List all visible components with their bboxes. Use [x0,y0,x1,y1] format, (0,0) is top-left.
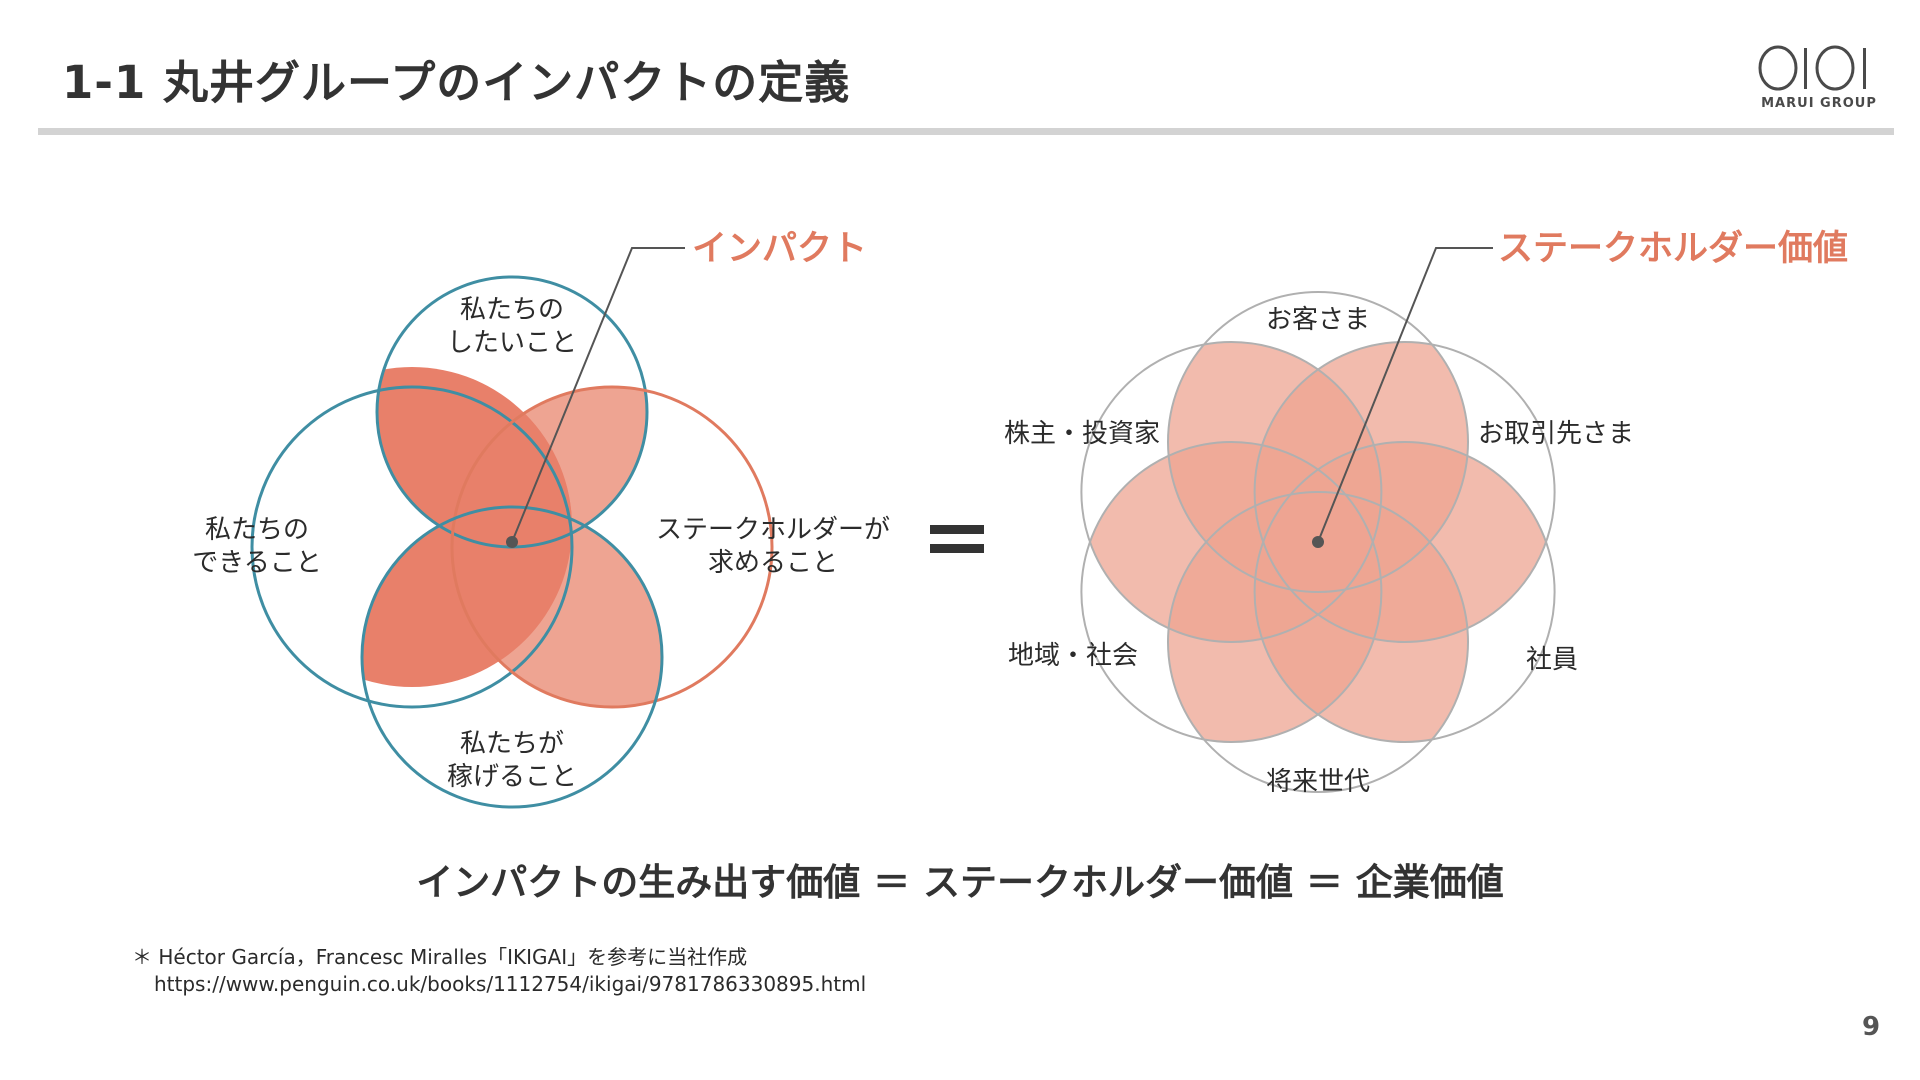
circle-community [1080,441,1383,743]
value-equation: インパクトの生み出す価値 ＝ ステークホルダー価値 ＝ 企業価値 [416,861,1504,904]
impact-center-dot [506,536,518,548]
label-can-line1: 私たちの [205,515,309,545]
label-suppliers: お取引先さま [1478,419,1634,449]
label-need-line1: ステークホルダーが [656,515,890,545]
label-shareholders-investors: 株主・投資家 [1004,419,1160,449]
circle-customers [1167,291,1469,593]
circle-stakeholders-need [450,385,774,709]
logo-text: MARUI GROUP [1761,96,1877,111]
title-divider [38,128,1894,135]
petal-shareholders-customers [1168,342,1382,592]
stakeholder-flower [1080,291,1556,793]
marui-group-logo: MARUI GROUP [1754,44,1884,116]
label-community-society: 地域・社会 [1008,641,1138,671]
footnote-source: ＊ Héctor García，Francesc Miralles「IKIGAI… [132,945,748,969]
circle-shareholders [1080,341,1383,643]
footnote: ＊ Héctor García，Francesc Miralles「IKIGAI… [132,944,866,998]
circle-can-earn [360,505,664,809]
impact-callout-label: インパクト [692,229,867,269]
stakeholder-callout-line [1317,247,1493,543]
label-customers: お客さま [1266,305,1370,335]
label-want-line1: 私たちの [460,295,564,325]
circle-employees [1253,441,1556,743]
oioi-logo-icon [1758,45,1866,91]
page-title: 1-1 丸井グループのインパクトの定義 [62,56,851,109]
label-employees: 社員 [1526,645,1578,675]
label-can-line2: できること [192,548,321,578]
page-number: 9 [1862,1012,1881,1042]
impact-callout-line [511,247,685,543]
label-need-line2: 求めること [708,548,838,578]
label-earn-line2: 稼げること [447,762,577,792]
stakeholder-center-dot [1312,536,1324,548]
circle-future-generations [1167,491,1469,793]
label-want-line2: したいこと [447,328,577,358]
label-future-generations: 将来世代 [1266,767,1370,797]
footnote-url[interactable]: https://www.penguin.co.uk/books/1112754/… [154,972,867,996]
circle-can-do [250,385,574,709]
circle-suppliers [1253,341,1556,643]
label-earn-line1: 私たちが [460,729,564,759]
stakeholder-callout-label: ステークホルダー価値 [1498,229,1848,269]
equals-sign [930,525,984,553]
